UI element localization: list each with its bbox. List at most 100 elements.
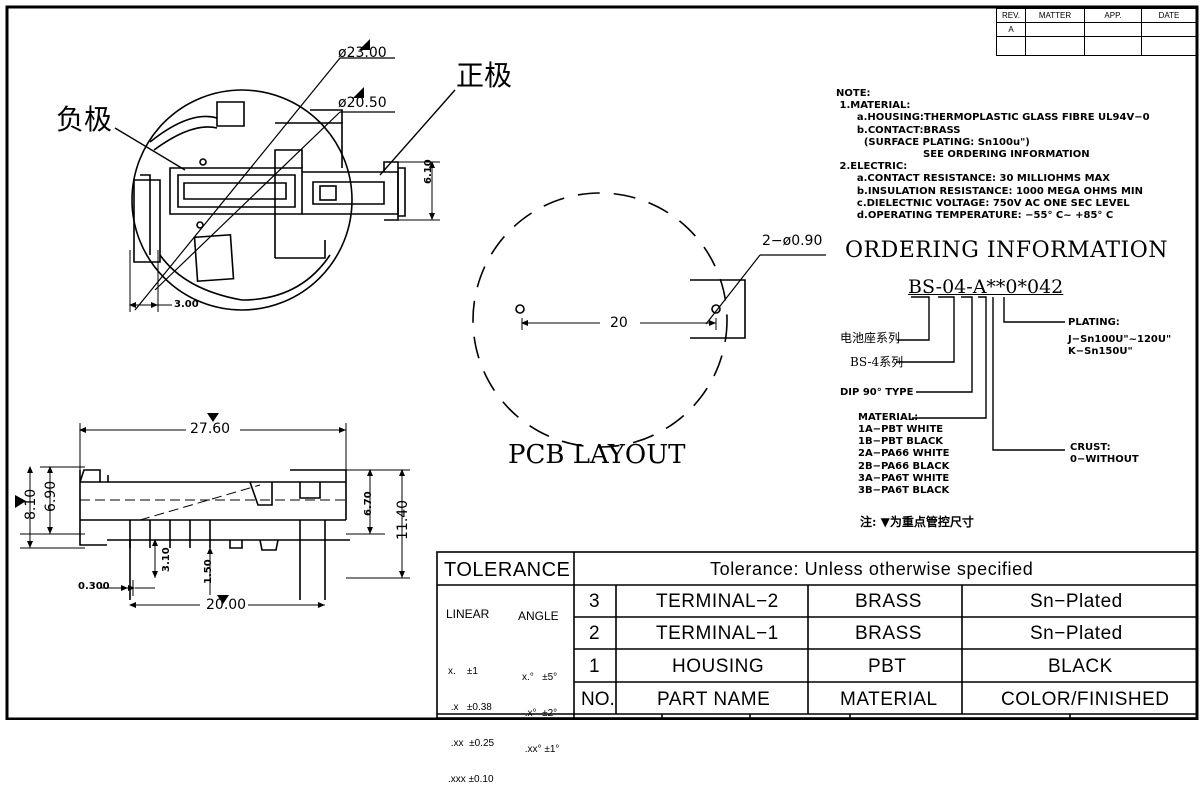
note-line: NOTE: bbox=[836, 88, 871, 99]
pcb-outline-circle bbox=[472, 192, 728, 448]
pcb-hole-spec: 2−ø0.90 bbox=[762, 233, 823, 249]
linear-row: x. ±1 bbox=[448, 666, 478, 677]
dim-height-670: 6.70 bbox=[363, 491, 374, 516]
pcb-layout bbox=[472, 192, 826, 448]
bom-header-material: MATERIAL bbox=[840, 689, 938, 710]
dim-width-2760: 27.60 bbox=[190, 421, 231, 437]
matter-blank bbox=[1025, 36, 1085, 56]
material-options: 1A−PBT WHITE 1B−PBT BLACK 2A−PA66 WHITE … bbox=[858, 424, 949, 497]
note-line: a.HOUSING:THERMOPLASTIC GLASS FIBRE UL94… bbox=[836, 112, 1150, 124]
app-blank bbox=[1084, 36, 1142, 56]
app-value bbox=[1084, 22, 1142, 37]
ordering-title: ORDERING INFORMATION bbox=[845, 238, 1169, 263]
bom-header-finish: COLOR/FINISHED bbox=[1001, 689, 1170, 710]
dim-width-0300: 0.300 bbox=[78, 581, 110, 592]
ordering-leaders bbox=[896, 296, 1065, 451]
pcb-layout-title: PCB LAYOUT bbox=[508, 440, 686, 470]
rev-header: REV. bbox=[996, 8, 1026, 23]
dim-width-2000: 20.00 bbox=[206, 597, 247, 613]
angle-row: x.° ±5° bbox=[522, 672, 558, 683]
negative-label: 负极 bbox=[56, 103, 113, 136]
bom-part: HOUSING bbox=[672, 656, 765, 677]
crust-option: 0−WITHOUT bbox=[1070, 454, 1139, 465]
note-line: (SURFACE PLATING: Sn100u") bbox=[836, 136, 1030, 148]
bom-material: BRASS bbox=[855, 623, 922, 644]
plating-title: PLATING: bbox=[1068, 317, 1120, 328]
key-dim-marker-icon bbox=[207, 413, 219, 422]
side-view bbox=[20, 423, 410, 608]
revision-table: REV. MATTER APP. DATE A bbox=[996, 8, 1197, 56]
key-dim-marker-icon bbox=[15, 495, 26, 508]
outer-circle bbox=[131, 89, 353, 311]
note-line: b.CONTACT:BRASS bbox=[836, 124, 961, 136]
tolerance-table-lines bbox=[436, 551, 1198, 719]
drawing-sheet: REV. MATTER APP. DATE A 负极 正极 ø23.00 ø20… bbox=[5, 5, 1199, 785]
dim-offset-300: 3.00 bbox=[174, 299, 199, 310]
dim-height-150: 1.50 bbox=[203, 559, 214, 584]
matter-header: MATTER bbox=[1025, 8, 1085, 23]
dim-outer-diameter: ø23.00 bbox=[338, 45, 387, 61]
rev-blank bbox=[996, 36, 1026, 56]
bom-part: TERMINAL−1 bbox=[656, 623, 779, 644]
key-dimension-note: 注: ▼为重点管控尺寸 bbox=[860, 515, 974, 529]
linear-tolerances: x. ±1 .x ±0.38 .xx ±0.25 .xxx ±0.10 bbox=[448, 642, 494, 798]
sheet-border bbox=[5, 5, 1199, 720]
plating-option: K−Sn150U" bbox=[1068, 346, 1133, 358]
crust-title: CRUST: bbox=[1070, 442, 1111, 453]
plating-options: J−Sn100U"~120U" K−Sn150U" bbox=[1068, 334, 1171, 358]
note-line: a.CONTACT RESISTANCE: 30 MILLIOHMS MAX bbox=[836, 173, 1110, 185]
note-line: b.INSULATION RESISTANCE: 1000 MEGA OHMS … bbox=[836, 185, 1144, 197]
note-line: c.DIELECTNIC VOLTAGE: 750V AC ONE SEC LE… bbox=[836, 197, 1130, 209]
bom-material: BRASS bbox=[855, 591, 922, 612]
dip-label: DIP 90° TYPE bbox=[840, 387, 914, 398]
linear-label: LINEAR bbox=[446, 607, 490, 621]
key-dim-marker-icon bbox=[359, 39, 370, 50]
bom-finish: Sn−Plated bbox=[1030, 623, 1123, 644]
plating-option: J−Sn100U"~120U" bbox=[1068, 334, 1172, 345]
angle-label: ANGLE bbox=[518, 609, 559, 623]
dim-inner-diameter: ø20.50 bbox=[338, 95, 387, 111]
note-line: d.OPERATING TEMPERATURE: −55° C~ +85° C bbox=[836, 210, 1114, 222]
bom-no: 2 bbox=[589, 623, 600, 644]
linear-row: .xxx ±0.10 bbox=[448, 774, 494, 785]
pcb-pitch: 20 bbox=[610, 315, 628, 331]
top-notch bbox=[216, 101, 245, 127]
tolerance-title: TOLERANCE bbox=[444, 559, 571, 581]
part-code: BS-04-A**0*042 bbox=[908, 276, 1064, 298]
rev-value: A bbox=[996, 22, 1026, 37]
tolerance-header: Tolerance: Unless otherwise specified bbox=[710, 559, 1034, 579]
material-option: 2A−PA66 WHITE bbox=[858, 448, 950, 460]
bs4-label: BS-4系列 bbox=[850, 355, 904, 369]
material-option: 1A−PBT WHITE bbox=[858, 424, 944, 435]
angle-row: .xx° ±1° bbox=[522, 744, 560, 755]
positive-label: 正极 bbox=[456, 59, 513, 92]
date-header: DATE bbox=[1141, 8, 1197, 23]
bom-part: TERMINAL−2 bbox=[656, 591, 779, 612]
material-option: 2B−PA66 BLACK bbox=[858, 460, 950, 472]
bom-material: PBT bbox=[868, 656, 907, 677]
dim-height-1140: 11.40 bbox=[395, 499, 411, 540]
pcb-hole-left bbox=[515, 304, 525, 314]
key-dim-marker-icon bbox=[353, 87, 364, 98]
material-option: 1B−PBT BLACK bbox=[858, 436, 944, 448]
drawing-lines bbox=[5, 5, 1199, 720]
series-cn-label: 电池座系列 bbox=[840, 331, 901, 345]
pcb-hole-right bbox=[711, 304, 721, 314]
note-line: 1.MATERIAL: bbox=[836, 100, 911, 112]
bom-no: 1 bbox=[589, 656, 600, 677]
bom-header-part: PART NAME bbox=[657, 689, 771, 710]
matter-value bbox=[1025, 22, 1085, 37]
date-blank bbox=[1141, 36, 1197, 56]
dim-height-610: 6.10 bbox=[423, 159, 434, 184]
angle-row: .x° ±2° bbox=[522, 708, 558, 719]
dim-height-310: 3.10 bbox=[161, 547, 172, 572]
bom-header-no: NO. bbox=[581, 689, 615, 710]
linear-row: .x ±0.38 bbox=[448, 702, 492, 713]
bom-finish: Sn−Plated bbox=[1030, 591, 1123, 612]
linear-row: .xx ±0.25 bbox=[448, 738, 495, 749]
bom-no: 3 bbox=[589, 591, 600, 612]
app-header: APP. bbox=[1084, 8, 1142, 23]
key-dim-marker-icon bbox=[217, 595, 229, 604]
top-view bbox=[114, 57, 456, 312]
date-value bbox=[1141, 22, 1197, 37]
